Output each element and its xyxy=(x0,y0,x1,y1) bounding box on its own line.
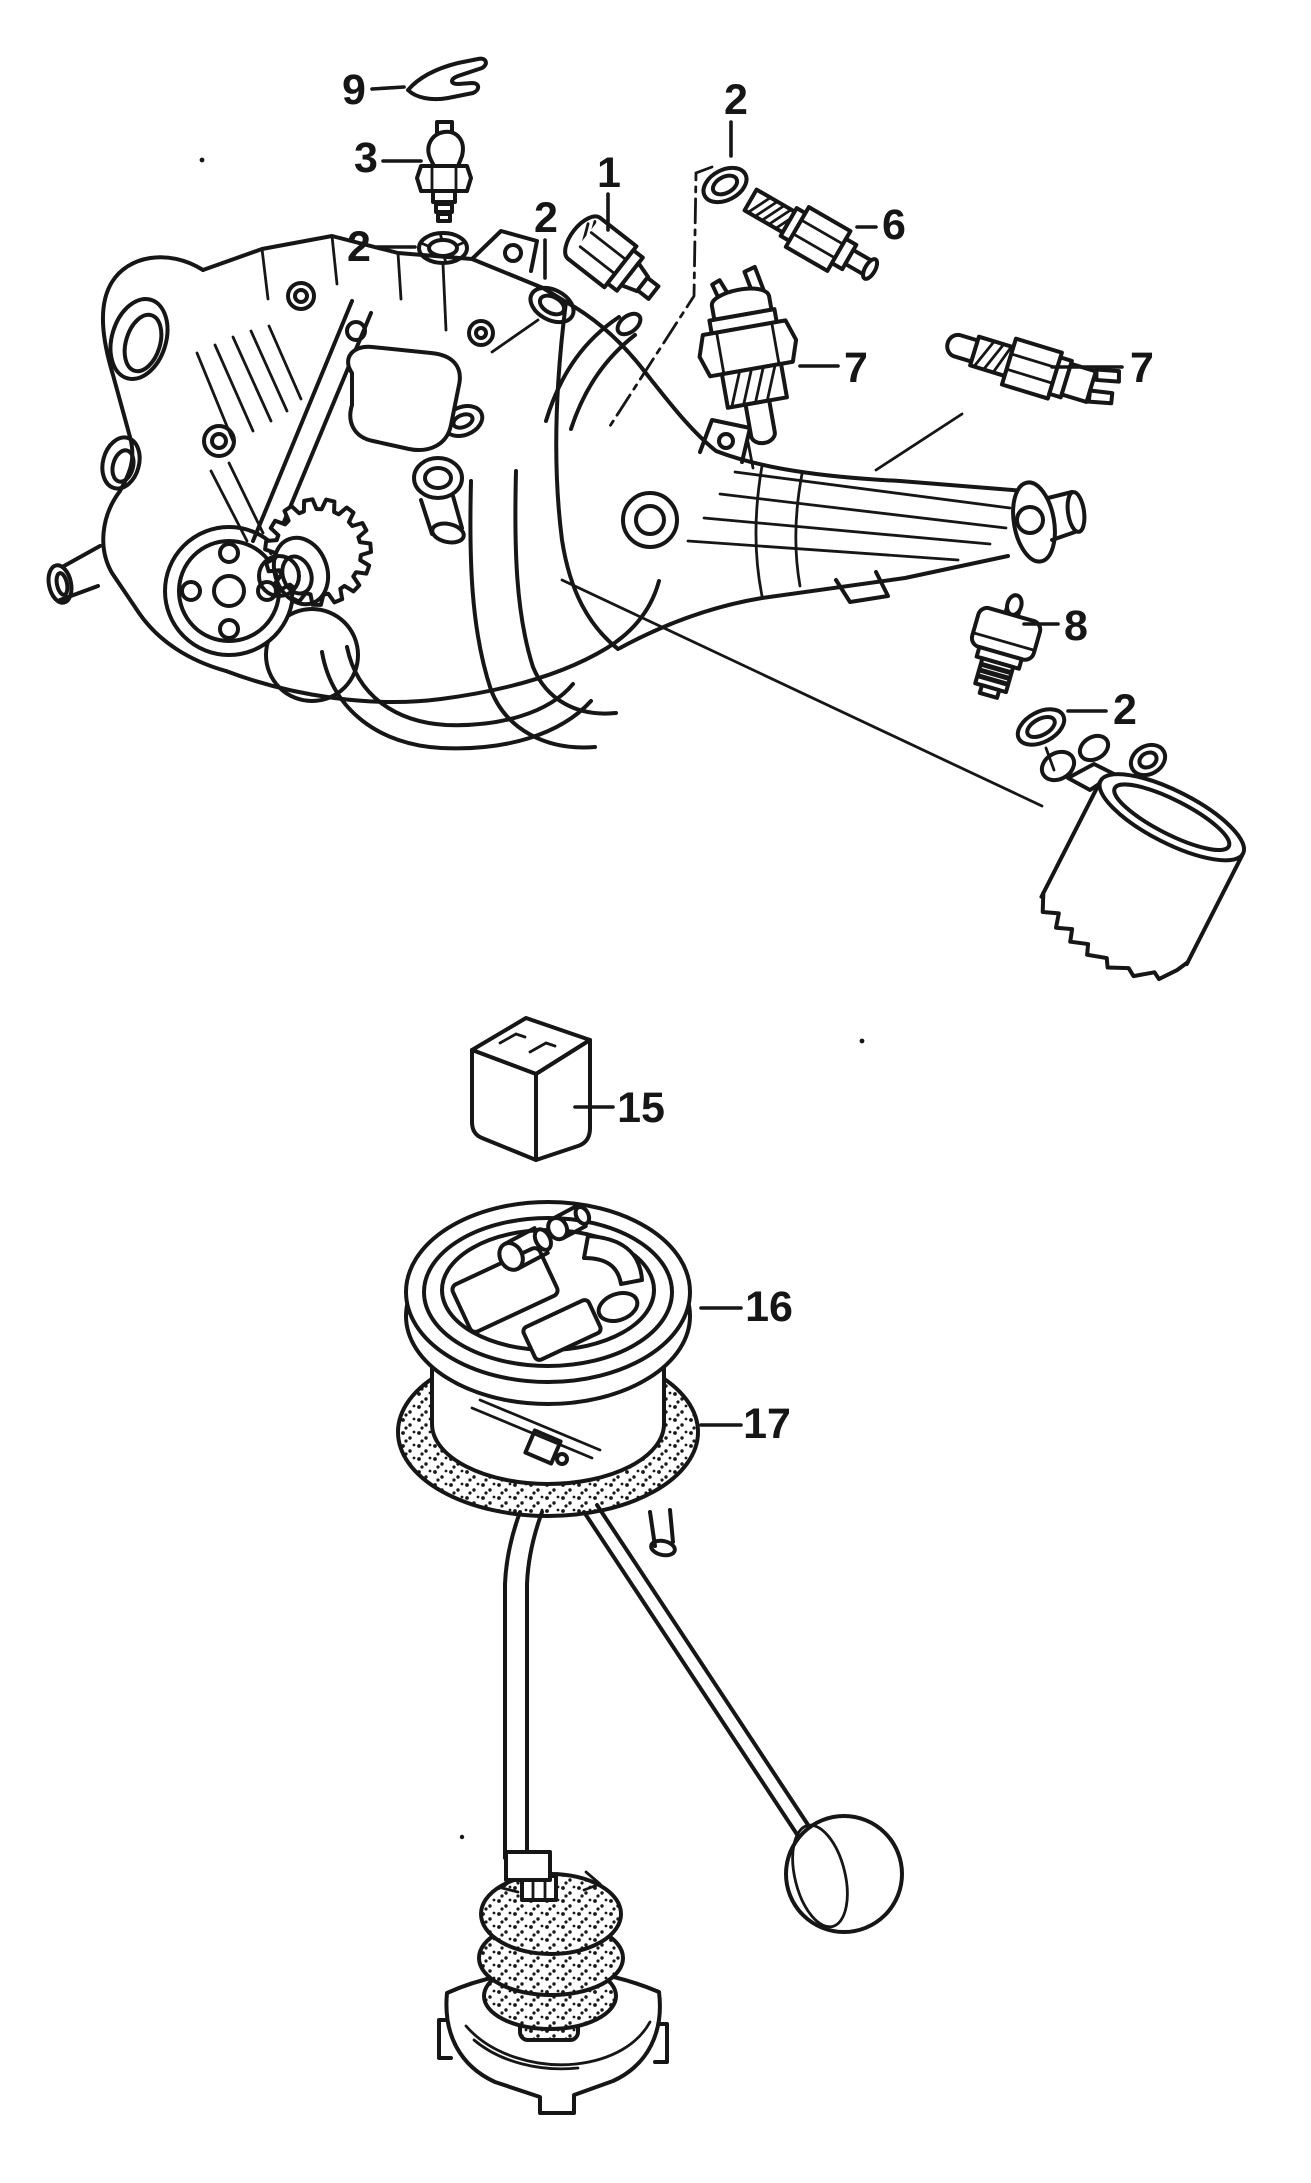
engine-assembly xyxy=(46,229,661,751)
callout-9: 9 xyxy=(342,66,366,114)
retaining-clip-9 xyxy=(406,56,488,102)
transmission xyxy=(564,300,1087,650)
oring-seal-2d xyxy=(1015,707,1067,747)
callout-7-right: 7 xyxy=(1130,344,1154,392)
callout-labels: 9 3 2 1 2 2 6 7 7 8 2 15 16 17 xyxy=(342,66,1154,1448)
callout-7-left: 7 xyxy=(844,344,868,392)
oil-filter xyxy=(1039,733,1247,982)
fuel-pickup-tube xyxy=(503,1508,677,1860)
coolant-switch-7-right xyxy=(945,332,1121,406)
callout-8: 8 xyxy=(1064,602,1088,650)
relay-15 xyxy=(470,1016,592,1162)
fuel-sender-flange-16 xyxy=(404,1200,692,1406)
fuel-strainer xyxy=(437,1850,669,2115)
callout-6: 6 xyxy=(882,201,906,249)
coolant-switch-7-left xyxy=(697,264,799,446)
callout-2-under1: 2 xyxy=(534,194,558,242)
oil-pressure-switch-8 xyxy=(969,593,1043,700)
sensor-6 xyxy=(742,187,880,281)
float-ball xyxy=(784,1814,904,1934)
float-arm xyxy=(582,1503,820,1850)
oring-seal-2c xyxy=(701,165,749,205)
callout-2-near6: 2 xyxy=(724,76,748,124)
callout-2-under3: 2 xyxy=(347,223,371,271)
leader-lines xyxy=(370,85,1124,1427)
callout-15: 15 xyxy=(617,1084,665,1132)
oring-seal-2b xyxy=(528,285,576,325)
callout-2-under8: 2 xyxy=(1113,686,1137,734)
print-specks xyxy=(199,157,865,1840)
sensor-3 xyxy=(415,120,473,223)
callout-17: 17 xyxy=(743,1400,791,1448)
callout-1: 1 xyxy=(597,149,621,197)
sensor-1 xyxy=(563,214,661,301)
callout-16: 16 xyxy=(745,1283,793,1331)
callout-3: 3 xyxy=(354,134,378,182)
